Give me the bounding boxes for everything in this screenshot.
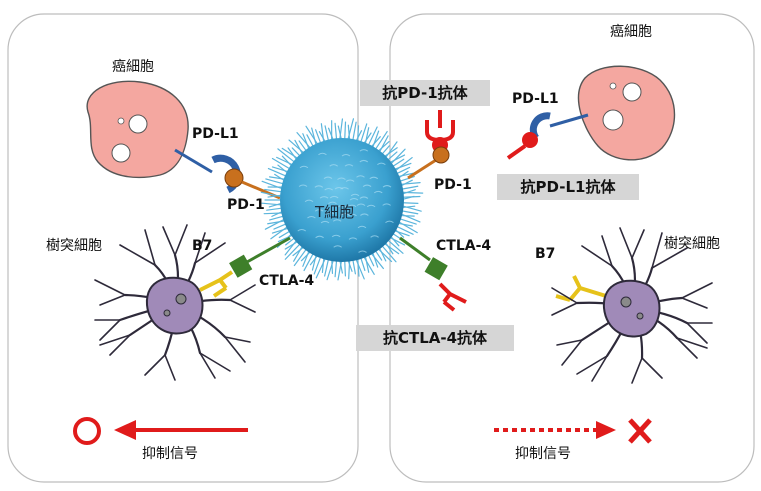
cross-symbol [630,420,650,442]
right-b7-receptor [556,276,606,300]
left-pd-1-receptor [225,169,280,198]
right-pd-l1-label: PD-L1 [512,92,559,106]
t-cell-label: T細胞 [315,205,354,220]
left-b7-receptor [200,272,232,296]
anti-ctla4-antibody [440,284,466,310]
solid-arrow [114,420,248,440]
anti-pd-l1-antibody [508,132,538,158]
left-pd-1-label: PD-1 [227,198,265,212]
dotted-arrow [494,421,616,439]
left-signal-label: 抑制信号 [142,447,198,461]
left-pd-l1-label: PD-L1 [192,127,239,141]
right-cancer-cell [579,66,675,160]
right-cancer-cell-label: 癌細胞 [610,25,652,39]
right-pd-l1-receptor [533,115,588,138]
left-b7-label: B7 [192,239,212,253]
left-cancer-cell-label: 癌細胞 [112,60,154,74]
right-ctla4-label: CTLA-4 [436,239,491,253]
right-pd-1-label: PD-1 [434,178,472,192]
right-b7-label: B7 [535,247,555,261]
right-dendritic-cell-label: 樹突細胞 [664,237,720,251]
anti-ctla4-antibody-label: 抗CTLA-4抗体 [356,325,514,351]
left-ctla4-label: CTLA-4 [259,274,314,288]
left-dendritic-cell-label: 樹突細胞 [46,239,102,253]
anti-pd-l1-antibody-label: 抗PD-L1抗体 [497,174,639,200]
circle-symbol [75,419,99,443]
t-cell [261,119,422,280]
left-ctla4-receptor [229,238,290,278]
right-signal-label: 抑制信号 [515,447,571,461]
left-cancer-cell [87,81,188,177]
anti-pd-1-antibody [427,110,453,153]
anti-pd-1-antibody-label: 抗PD-1抗体 [360,80,490,106]
right-pd-1-receptor [408,147,449,178]
left-dendritic-cell [95,225,255,380]
